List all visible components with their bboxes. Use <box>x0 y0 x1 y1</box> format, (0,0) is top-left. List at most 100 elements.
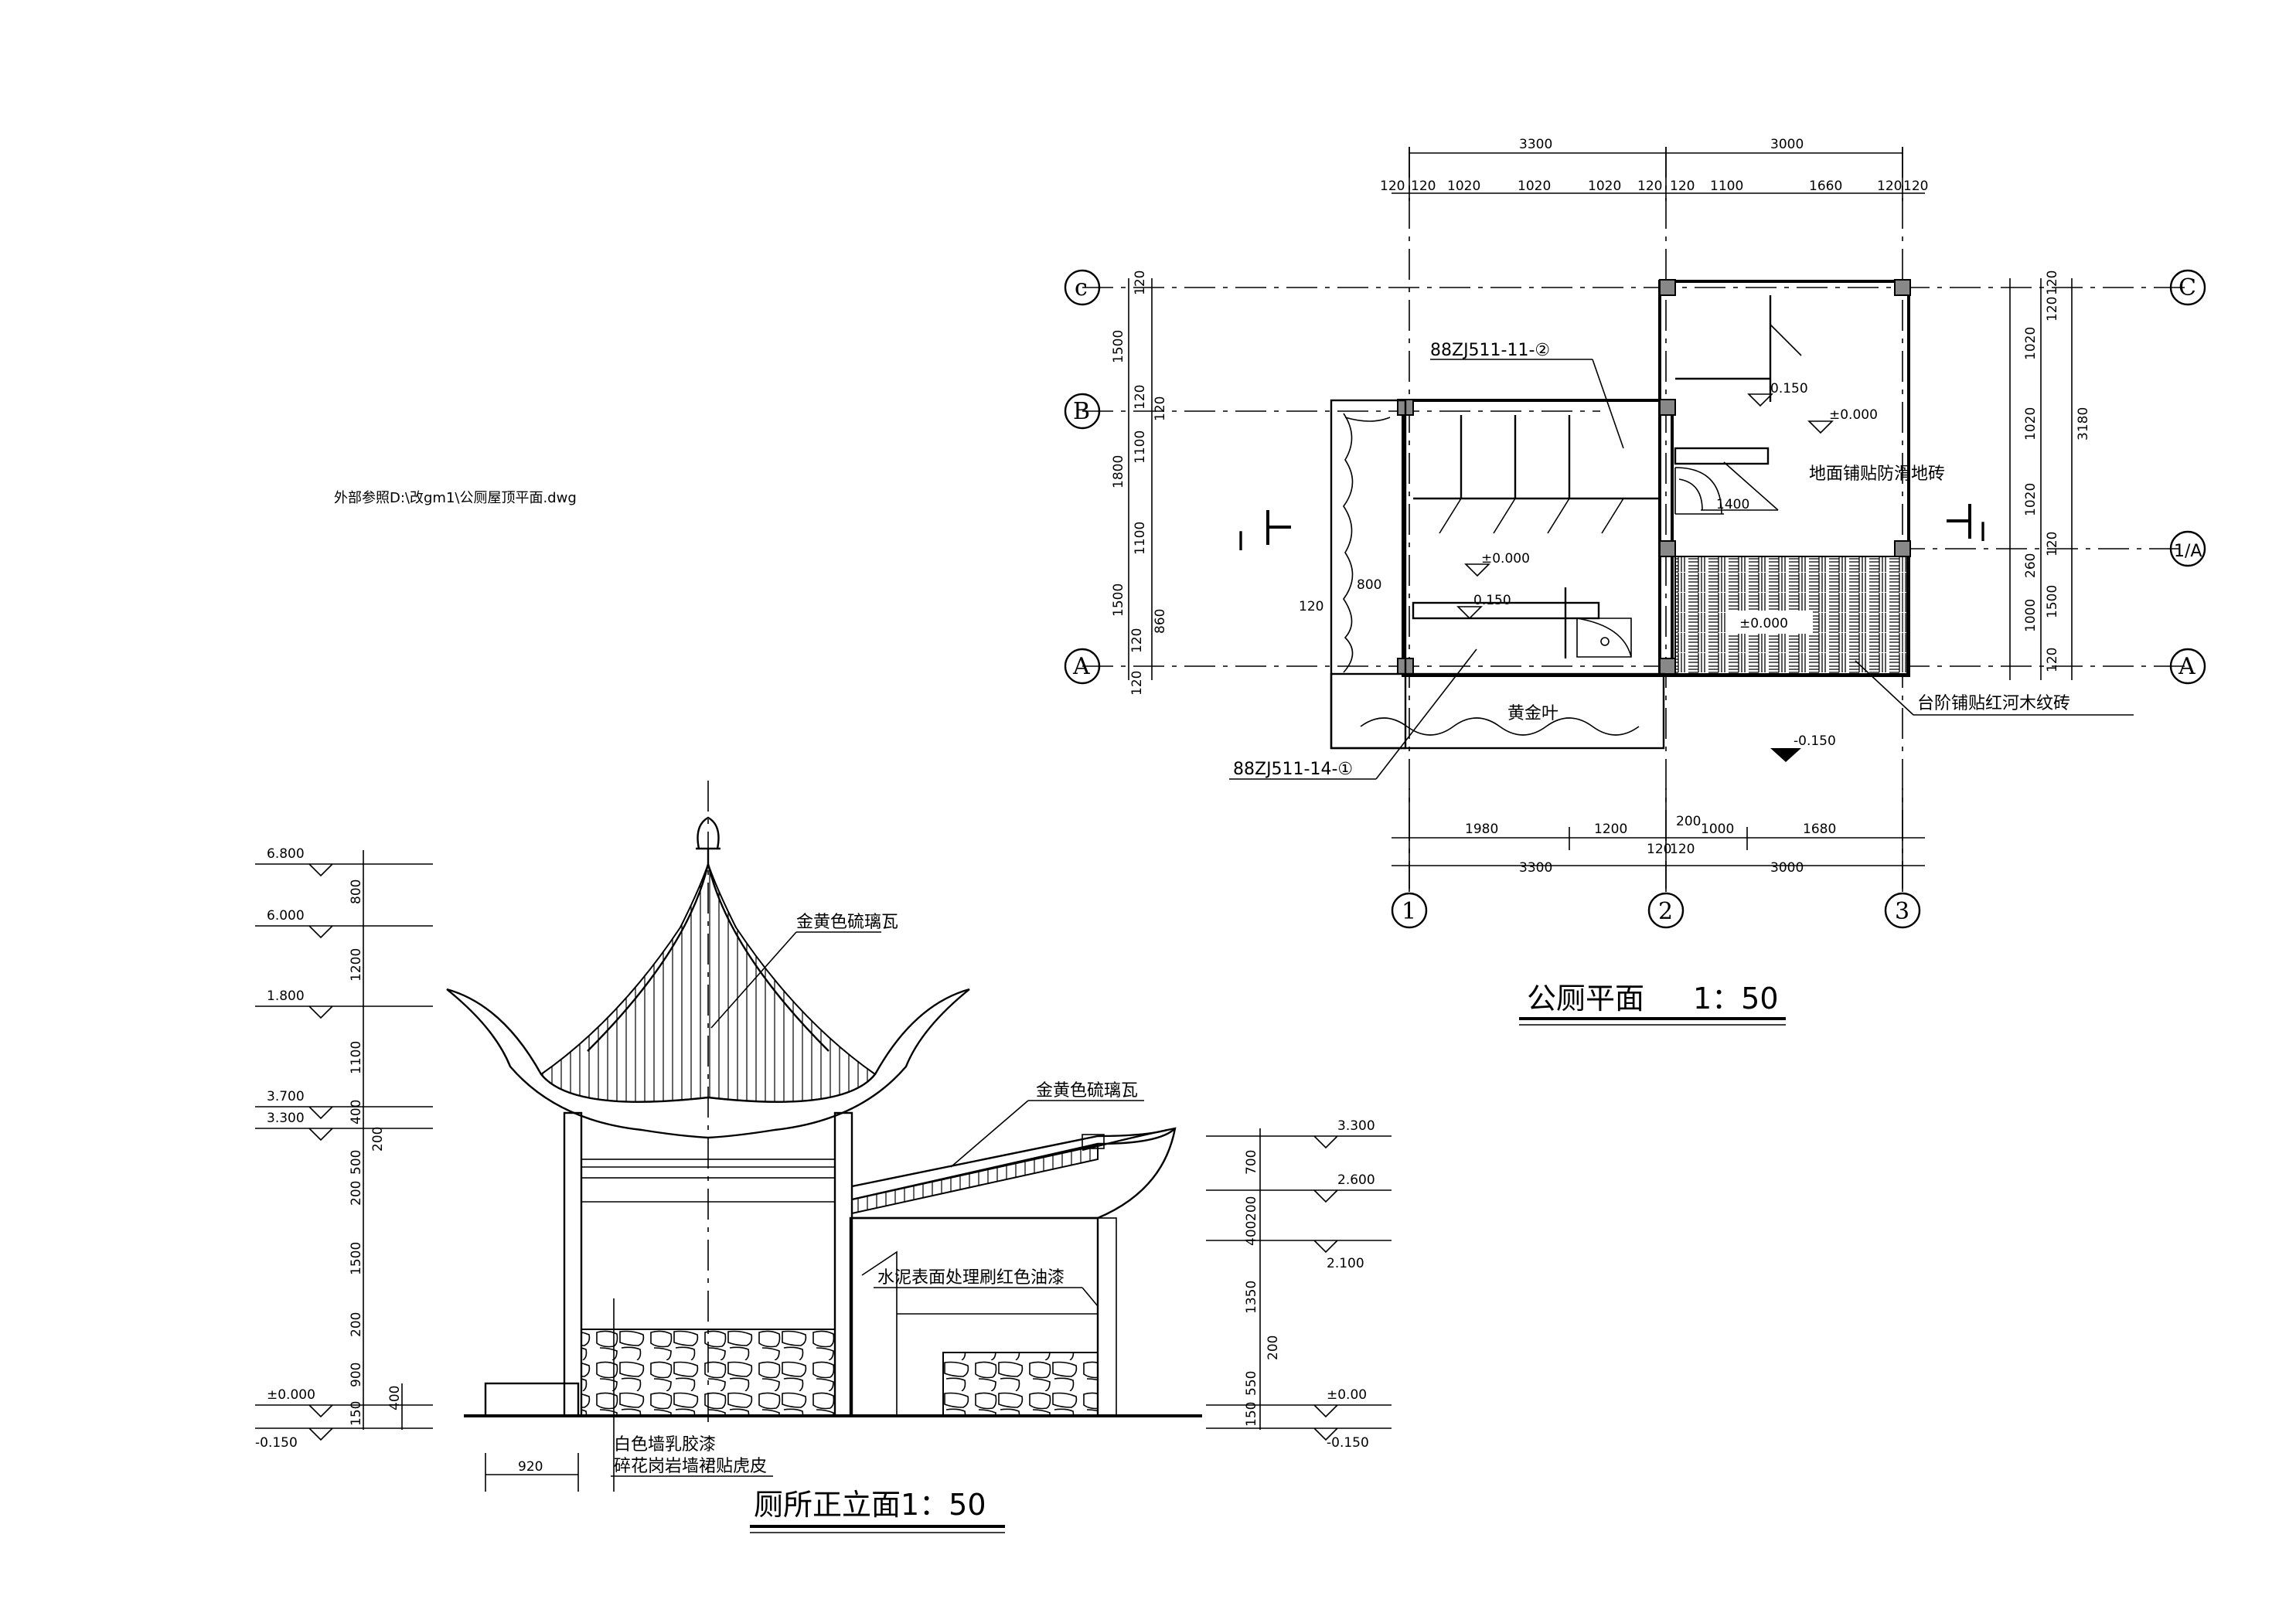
elev-r-dim-150: 150 <box>1244 1402 1259 1427</box>
plan-scale: 1：50 <box>1693 982 1779 1016</box>
elevation-title: 厕所正立面1：50 <box>754 1488 986 1522</box>
elev-r-dim-200: 200 <box>1244 1196 1259 1221</box>
axis-bottom-2: 2 <box>1658 898 1673 925</box>
left-dim-4: 1800 <box>1111 455 1126 488</box>
left-dim-10: 860 <box>1153 609 1168 634</box>
left-dim-1: 1500 <box>1111 330 1126 363</box>
bottom-total-2: 3000 <box>1770 860 1804 876</box>
top-part-0: 120 <box>1380 179 1405 194</box>
right-dim-1: 120 <box>2045 297 2060 322</box>
left-dim-7: 1500 <box>1111 584 1126 617</box>
left-dim-12: 120 <box>1129 671 1145 696</box>
elev-dim-900: 900 <box>349 1363 364 1387</box>
elev-dim-1500: 1500 <box>349 1242 364 1275</box>
elev-dim-500: 500 <box>349 1150 364 1175</box>
right-level-marks: 3.300 2.600 2.100 ±0.00 -0.150 700 200 4… <box>1206 1118 1392 1451</box>
left-dim-0: 120 <box>1133 270 1148 295</box>
right-dim-9: 120 <box>2045 648 2060 672</box>
top-part-3: 1020 <box>1518 179 1551 194</box>
bottom-part-3: 1000 <box>1701 822 1734 837</box>
elev-dim-400b: 400 <box>387 1386 403 1410</box>
right-dim-8: 1500 <box>2045 585 2060 618</box>
right-dim-2: 1020 <box>2023 327 2039 360</box>
elev-level-600: 6.000 <box>267 908 305 924</box>
top-part-7: 1100 <box>1710 179 1743 194</box>
top-part-10: 120 <box>1903 179 1928 194</box>
roof-side-note: 金黄色硫璃瓦 <box>1036 1081 1138 1101</box>
xref-note: 外部参照D:\改gm1\公厕屋顶平面.dwg <box>334 490 577 506</box>
axis-bottom-1: 1 <box>1402 898 1416 925</box>
elev-r-level-000: ±0.00 <box>1327 1387 1367 1403</box>
right-dim-5: 120 <box>2045 532 2060 556</box>
plant-label: 黄金叶 <box>1507 704 1558 723</box>
ref-note-bottom: 88ZJ511-14-① <box>1233 760 1353 779</box>
top-part-4: 1020 <box>1588 179 1621 194</box>
right-dim-6: 260 <box>2023 553 2039 578</box>
elev-dim-1100: 1100 <box>349 1041 364 1074</box>
elev-r-dim-700: 700 <box>1244 1150 1259 1175</box>
bottom-part-1: 1200 <box>1594 822 1627 837</box>
elev-dim-200c: 200 <box>349 1312 364 1337</box>
level-step: ±0.000 <box>1739 616 1788 631</box>
elev-r-dim-1350: 1350 <box>1244 1281 1259 1314</box>
floor-plan: 黄金叶 ±0.000 0.150 ±0.000 ±0.000 0.150 <box>1064 137 2206 1026</box>
elev-dim-200b: 200 <box>349 1181 364 1206</box>
axis-left-c: c <box>1075 274 1088 301</box>
bottom-part-0: 1980 <box>1465 822 1498 837</box>
top-part-5: 120 <box>1637 179 1662 194</box>
bottom-part-4: 1680 <box>1803 822 1836 837</box>
elev-level-180: 1.800 <box>267 988 305 1004</box>
level-upper-2: ±0.000 <box>1829 407 1878 423</box>
top-part-2: 1020 <box>1447 179 1480 194</box>
dim-1400: 1400 <box>1716 497 1749 512</box>
axis-right-c: C <box>2178 274 2196 301</box>
dim-120-left: 120 <box>1299 599 1323 614</box>
wall-paint-note: 水泥表面处理刷红色油漆 <box>877 1268 1065 1288</box>
elev-r-level-330: 3.300 <box>1337 1118 1375 1134</box>
elev-level-680: 6.800 <box>267 846 305 862</box>
right-dim-3: 1020 <box>2023 407 2039 441</box>
roof-main-note: 金黄色硫璃瓦 <box>796 913 898 932</box>
axis-right-a: A <box>2178 653 2196 680</box>
floor-note: 地面铺贴防滑地砖 <box>1809 464 1945 484</box>
elev-level-330: 3.300 <box>267 1111 305 1126</box>
left-dim-5: 1100 <box>1133 430 1148 464</box>
elev-dim-150: 150 <box>349 1401 364 1426</box>
elev-dim-200a: 200 <box>370 1127 386 1152</box>
bottom-small-0: 120 <box>1647 842 1671 857</box>
elev-dim-800: 800 <box>349 880 364 904</box>
level-lower: 0.150 <box>1473 593 1511 608</box>
bottom-small-1: 120 <box>1670 842 1695 857</box>
elev-level-015: -0.150 <box>255 1435 298 1451</box>
section-mark-right: I <box>1979 517 1987 548</box>
steps-note: 台阶铺贴红河木纹砖 <box>1917 694 2070 713</box>
elev-r-level-210: 2.100 <box>1327 1256 1364 1271</box>
right-dim-7: 1000 <box>2023 599 2039 632</box>
ref-note-top: 88ZJ511-11-② <box>1430 341 1550 360</box>
left-dim-8: 120 <box>1129 628 1145 653</box>
white-wall-note: 白色墙乳胶漆 <box>614 1435 716 1455</box>
section-mark-left: I <box>1237 526 1245 557</box>
left-level-marks: 6.800 6.000 1.800 3.700 3.300 ±0.000 -0.… <box>255 846 433 1451</box>
elev-r-dim-400: 400 <box>1244 1221 1259 1246</box>
front-elevation: 金黄色硫璃瓦 金黄色硫璃瓦 水泥表面处理刷红色油漆 白色墙乳胶漆 碎花岗岩墙裙贴… <box>255 781 1392 1533</box>
top-part-6: 120 <box>1670 179 1695 194</box>
elev-r-dim-200b: 200 <box>1266 1335 1281 1360</box>
right-total: 3180 <box>2076 407 2091 441</box>
top-part-8: 1660 <box>1809 179 1842 194</box>
axis-right-1a: 1/A <box>2174 542 2202 561</box>
level-outside: -0.150 <box>1794 733 1836 749</box>
axis-left-b: B <box>1073 398 1090 425</box>
level-upper: 0.150 <box>1770 381 1808 396</box>
top-part-1: 120 <box>1411 179 1436 194</box>
bottom-part-2: 200 <box>1676 814 1701 829</box>
level-main: ±0.000 <box>1481 551 1530 567</box>
bottom-total-1: 3300 <box>1519 860 1552 876</box>
elev-level-000: ±0.000 <box>267 1387 315 1403</box>
top-total-1: 3300 <box>1519 137 1552 152</box>
left-dim-6: 1100 <box>1133 522 1148 555</box>
right-dim-0: 120 <box>2045 270 2060 295</box>
stone-note: 碎花岗岩墙裙贴虎皮 <box>614 1457 767 1476</box>
elev-r-dim-550: 550 <box>1244 1371 1259 1396</box>
